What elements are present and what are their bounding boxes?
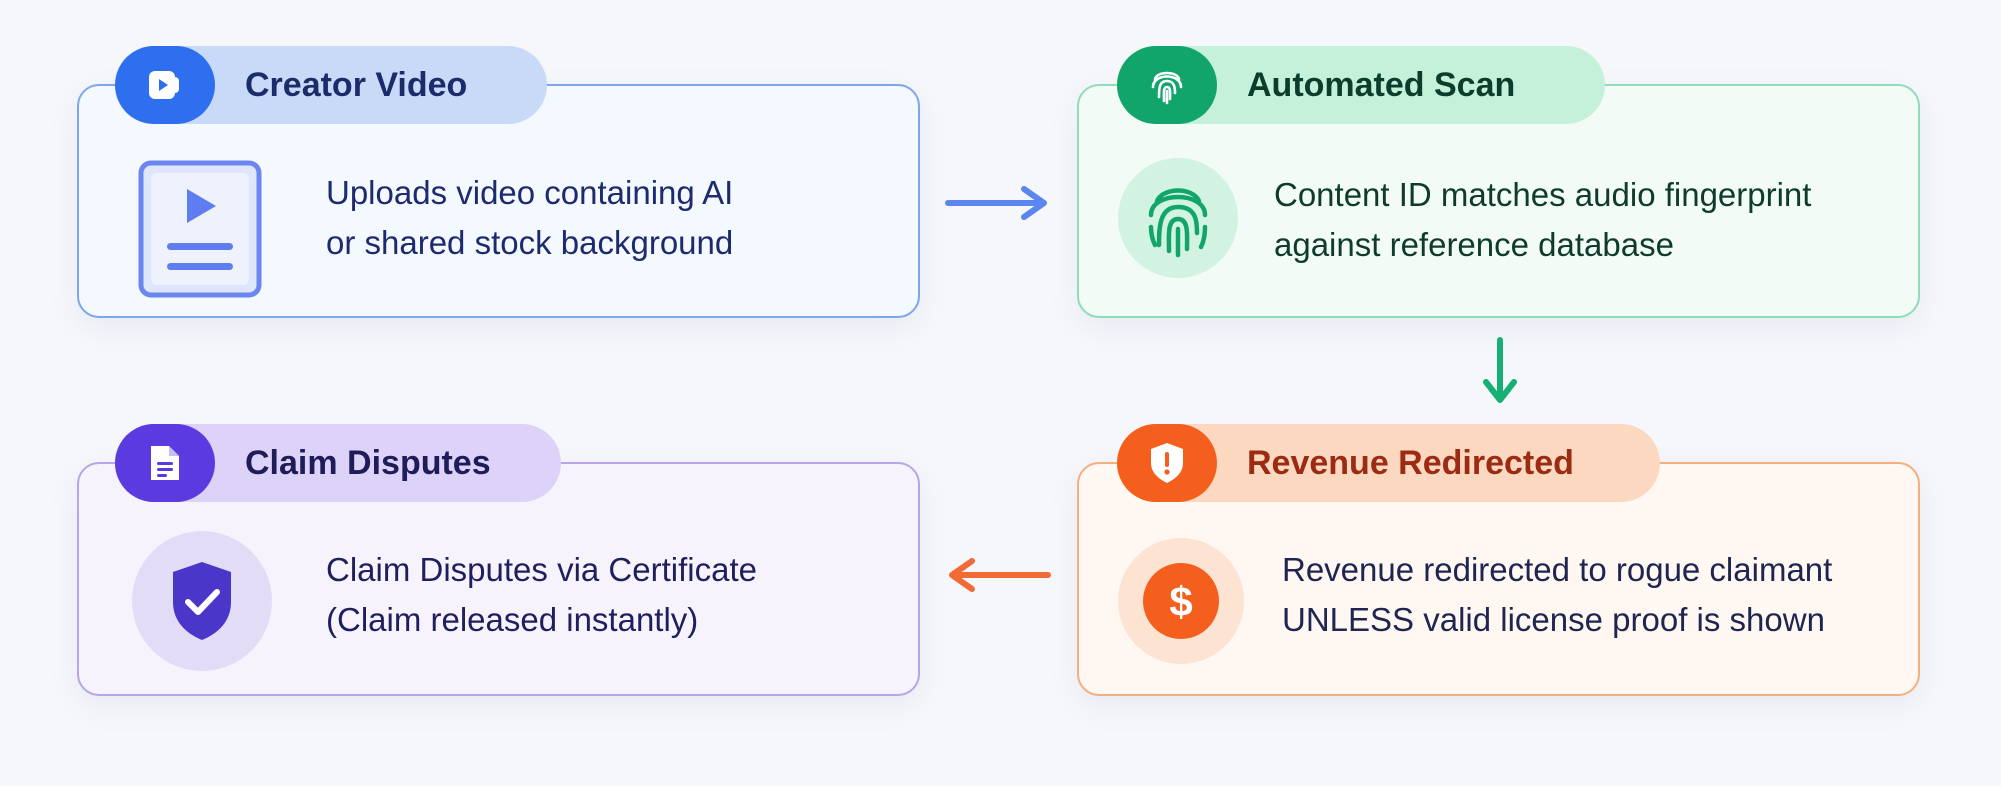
dollar-icon: $ [1117, 537, 1245, 670]
automated-scan-header: Automated Scan [1117, 46, 1605, 124]
revenue-redirected-title: Revenue Redirected [1247, 443, 1574, 482]
automated-scan-line-1: Content ID matches audio fingerprint [1274, 176, 1812, 213]
creator-video-title: Creator Video [245, 65, 468, 104]
creator-video-description: Uploads video containing AI or shared st… [326, 168, 733, 268]
claim-disputes-title: Claim Disputes [245, 443, 491, 482]
automated-scan-line-2: against reference database [1274, 226, 1674, 263]
revenue-redirected-description: Revenue redirected to rogue claimant UNL… [1282, 545, 1832, 645]
claim-disputes-description: Claim Disputes via Certificate (Claim re… [326, 545, 757, 645]
automated-scan-title: Automated Scan [1247, 65, 1516, 104]
shield-alert-badge-icon [1117, 424, 1217, 502]
revenue-redirected-line-1: Revenue redirected to rogue claimant [1282, 551, 1833, 588]
claim-disputes-line-2: (Claim released instantly) [326, 601, 699, 638]
video-document-icon [137, 159, 265, 304]
creator-video-line-1: Uploads video containing AI [326, 174, 734, 211]
revenue-redirected-line-2: UNLESS valid license proof is shown [1282, 601, 1825, 638]
creator-video-header: Creator Video [115, 46, 547, 124]
arrow-down-icon [1483, 337, 1517, 403]
svg-text:$: $ [1169, 578, 1192, 625]
creator-video-line-2: or shared stock background [326, 224, 734, 261]
fingerprint-icon [1117, 157, 1239, 284]
video-play-badge-icon [115, 46, 215, 124]
claim-disputes-header: Claim Disputes [115, 424, 561, 502]
fingerprint-badge-icon [1117, 46, 1217, 124]
automated-scan-description: Content ID matches audio fingerprint aga… [1274, 170, 1811, 270]
document-badge-icon [115, 424, 215, 502]
arrow-right-icon [945, 186, 1047, 220]
claim-disputes-line-1: Claim Disputes via Certificate [326, 551, 757, 588]
arrow-left-icon [949, 558, 1051, 592]
revenue-redirected-header: Revenue Redirected [1117, 424, 1660, 502]
shield-check-icon [131, 530, 273, 677]
